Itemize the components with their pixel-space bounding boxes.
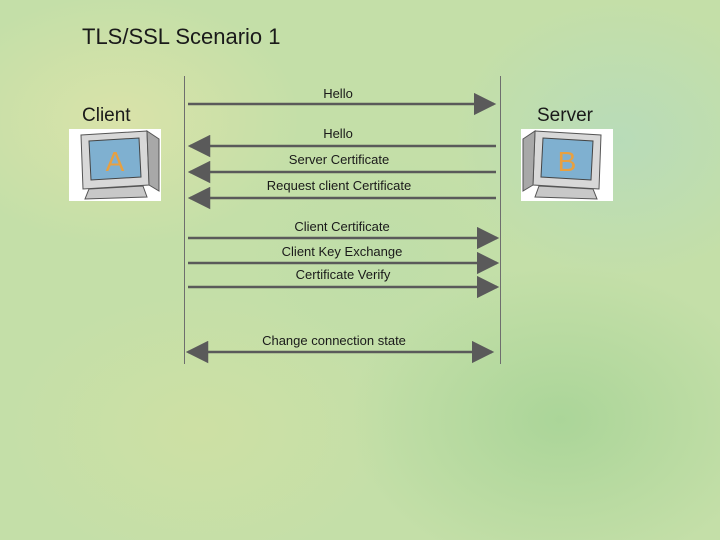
message-label: Request client Certificate <box>266 178 412 193</box>
page-title: TLS/SSL Scenario 1 <box>82 24 281 49</box>
message-label: Server Certificate <box>288 152 390 167</box>
server-letter: B <box>558 146 577 177</box>
client-computer-icon: A <box>69 129 161 201</box>
server-lifeline <box>500 76 501 364</box>
client-label: Client <box>82 105 131 126</box>
message-label: Client Certificate <box>294 219 390 234</box>
server-computer-icon: B <box>521 129 613 201</box>
message-label: Hello <box>323 86 353 101</box>
client-letter: A <box>106 146 125 177</box>
message-label: Hello <box>323 126 353 141</box>
message-label: Client Key Exchange <box>281 244 403 259</box>
client-lifeline <box>184 76 185 364</box>
message-label: Certificate Verify <box>295 267 391 282</box>
server-label: Server <box>537 105 593 126</box>
message-label: Change connection state <box>262 333 406 348</box>
